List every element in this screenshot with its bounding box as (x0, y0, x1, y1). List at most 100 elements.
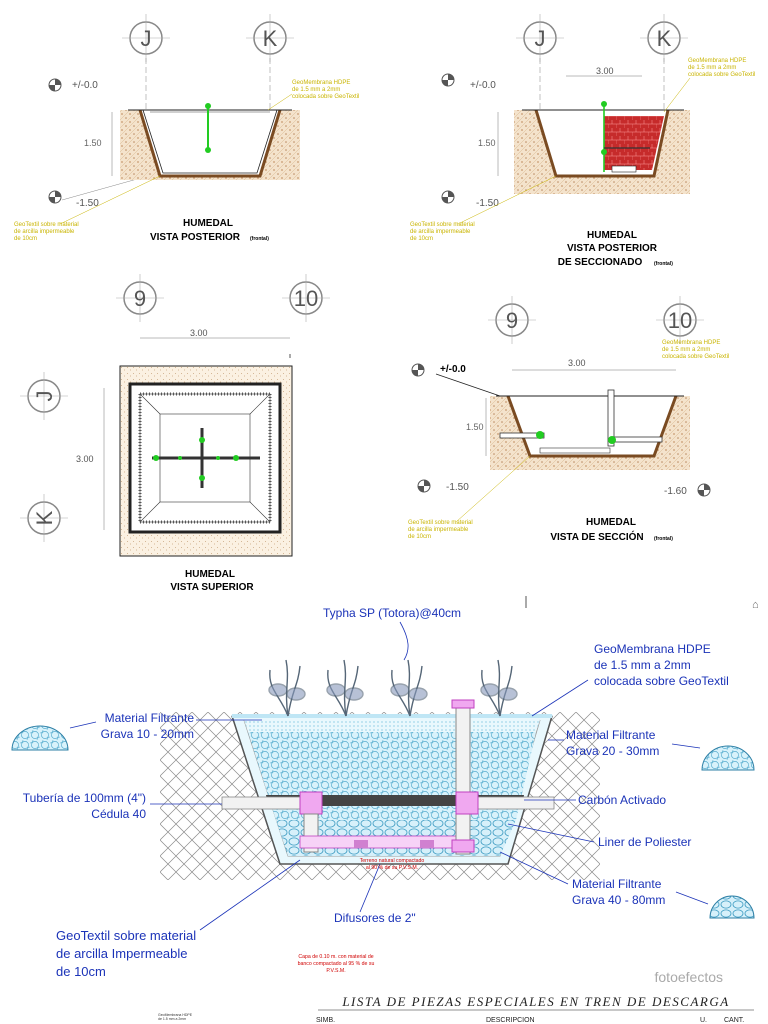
svg-text:GeoTextil sobre material: GeoTextil sobre material (410, 222, 475, 228)
grid-bubble-k: K (246, 14, 294, 62)
svg-text:+/-0.0: +/-0.0 (72, 80, 98, 91)
svg-text:de 1.5 mm a 2mm: de 1.5 mm a 2mm (662, 347, 710, 353)
svg-text:+/-0.0: +/-0.0 (470, 80, 496, 91)
plant-1 (268, 659, 306, 717)
svg-text:3.00: 3.00 (76, 454, 94, 464)
svg-text:GeoMembrana HDPE: GeoMembrana HDPE (662, 340, 720, 346)
svg-text:Tubería de 100mm (4"): Tubería de 100mm (4") (23, 791, 146, 805)
svg-text:GeoMembrana HDPE: GeoMembrana HDPE (688, 58, 746, 64)
geomembrane-note-view4: GeoMembrana HDPE de 1.5 mm a 2mm colocad… (662, 340, 729, 360)
svg-text:de arcilla impermeable: de arcilla impermeable (410, 229, 471, 235)
plant-3 (390, 659, 428, 717)
svg-text:J: J (32, 391, 57, 402)
svg-text:9: 9 (134, 286, 146, 311)
geomembrane-callout: GeoMembrana HDPE de 1.5 mm a 2mm colocad… (594, 642, 729, 688)
svg-text:Grava 20 - 30mm: Grava 20 - 30mm (566, 744, 659, 758)
svg-text:Material Filtrante: Material Filtrante (572, 877, 662, 891)
svg-text:colocada sobre GeoTextil: colocada sobre GeoTextil (662, 354, 729, 360)
grid-bubble-10: 10 (656, 296, 704, 344)
svg-text:3.00: 3.00 (568, 358, 586, 368)
geotextil-note-view4: GeoTextil sobre material de arcilla impe… (408, 520, 473, 540)
liner-callout: Liner de Poliester (598, 835, 691, 849)
svg-text:P.V.S.M.: P.V.S.M. (326, 968, 345, 974)
grid-bubble-k-side: K (20, 494, 68, 542)
svg-text:GeoMembrana HDPE: GeoMembrana HDPE (594, 642, 711, 656)
svg-text:Typha SP (Totora)@40cm: Typha SP (Totora)@40cm (323, 606, 461, 620)
svg-text:10: 10 (294, 286, 318, 311)
rear-section-view: J K +/-0.0 -1.50 3.00 1.50 GeoMembrana H… (410, 14, 755, 268)
carbon-callout: Carbón Activado (578, 793, 666, 807)
svg-text:DE SECCIONADO: DE SECCIONADO (558, 257, 643, 268)
geomembrane-note-rear: GeoMembrana HDPE de 1.5 mm a 2mm colocad… (292, 80, 359, 100)
geotextil-note-rear: GeoTextil sobre material de arcilla impe… (14, 222, 79, 242)
rear-view: J K +/-0.0 -1.50 1.50 GeoMembrana HDPE d… (14, 14, 359, 243)
filter-mid-callout: Material Filtrante Grava 20 - 30mm (566, 728, 659, 758)
parts-table-title: LISTA DE PIEZAS ESPECIALES EN TREN DE DE… (341, 994, 729, 1009)
svg-text:Grava 40 - 80mm: Grava 40 - 80mm (572, 893, 665, 907)
geotextil-callout: GeoTextil sobre material de arcilla Impe… (56, 928, 196, 979)
svg-text:al 90 % de su P.V.S.M.: al 90 % de su P.V.S.M. (366, 865, 418, 871)
svg-text:Material Filtrante: Material Filtrante (566, 728, 656, 742)
svg-text:J: J (141, 26, 152, 51)
home-icon: ⌂ (752, 599, 759, 611)
svg-text:1.50: 1.50 (84, 138, 102, 148)
svg-text:CANT.: CANT. (724, 1017, 744, 1024)
svg-text:banco compactado al 95 % de su: banco compactado al 95 % de su (298, 961, 375, 967)
svg-text:K: K (263, 26, 278, 51)
svg-text:-1.50: -1.50 (476, 198, 499, 209)
svg-text:Material Filtrante: Material Filtrante (105, 711, 195, 725)
gravel-sample-bottom (709, 895, 755, 919)
grid-bubble-j: J (122, 14, 170, 62)
grid-bubble-9: 9 (116, 274, 164, 322)
svg-text:K: K (32, 510, 57, 525)
svg-text:colocada sobre GeoTextil: colocada sobre GeoTextil (292, 94, 359, 100)
svg-text:de arcilla impermeable: de arcilla impermeable (14, 229, 75, 235)
svg-text:Cédula 40: Cédula 40 (91, 807, 146, 821)
svg-text:3.00: 3.00 (596, 66, 614, 76)
rear-title: HUMEDAL (183, 218, 233, 229)
svg-text:10: 10 (668, 308, 692, 333)
svg-text:VISTA SUPERIOR: VISTA SUPERIOR (170, 582, 254, 593)
svg-text:de 10cm: de 10cm (56, 964, 106, 979)
svg-text:VISTA DE SECCIÓN: VISTA DE SECCIÓN (550, 530, 643, 543)
svg-text:de 1.5 mm a 2mm: de 1.5 mm a 2mm (594, 658, 691, 672)
gravel-sample-top (11, 725, 69, 751)
section-view: 9 10 +/-0.0 -1.50 -1.60 3.00 1.50 GeoMem… (408, 296, 729, 543)
filter-top-callout: Material Filtrante Grava 10 - 20mm (101, 711, 195, 741)
svg-text:GeoTextil sobre material: GeoTextil sobre material (408, 520, 473, 526)
pipe-callout: Tubería de 100mm (4") Cédula 40 (23, 791, 147, 821)
grid-bubble-10: 10 (282, 274, 330, 322)
gravel-sample-mid (701, 745, 755, 771)
svg-text:-1.50: -1.50 (76, 198, 99, 209)
svg-text:1.50: 1.50 (478, 138, 496, 148)
geotextil-note-section: GeoTextil sobre material de arcilla impe… (410, 222, 475, 242)
svg-text:GeoTextil sobre material: GeoTextil sobre material (14, 222, 79, 228)
svg-text:(frontal): (frontal) (250, 236, 269, 242)
wetland-detail: Typha SP (Totora)@40cm GeoMembrana HDPE … (11, 606, 755, 979)
svg-text:Terreno natural compactado: Terreno natural compactado (360, 858, 425, 864)
top-view: 9 10 J K 3.00 3.00 (20, 274, 330, 593)
svg-text:-1.50: -1.50 (446, 482, 469, 493)
svg-text:HUMEDAL: HUMEDAL (586, 517, 636, 528)
plant-2 (326, 659, 364, 717)
svg-text:de 1.5 mm a 2mm: de 1.5 mm a 2mm (688, 65, 736, 71)
diffusers-callout: Difusores de 2" (334, 911, 416, 925)
svg-text:GeoMembrana HDPE: GeoMembrana HDPE (292, 80, 350, 86)
svg-text:de 10cm: de 10cm (408, 534, 431, 540)
svg-text:(frontal): (frontal) (654, 536, 673, 542)
svg-text:GeoTextil sobre material: GeoTextil sobre material (56, 928, 196, 943)
terrain-note: Terreno natural compactado al 90 % de su… (360, 858, 425, 871)
svg-text:Capa de 0.10 m. con material d: Capa de 0.10 m. con material de (298, 954, 373, 960)
svg-text:colocada sobre GeoTextil: colocada sobre GeoTextil (688, 72, 755, 78)
svg-text:de 10cm: de 10cm (410, 236, 433, 242)
svg-text:de 10cm: de 10cm (14, 236, 37, 242)
svg-text:de 1.5 mm a 2mm: de 1.5 mm a 2mm (292, 87, 340, 93)
svg-text:VISTA POSTERIOR: VISTA POSTERIOR (150, 232, 241, 243)
grid-bubble-j-side: J (20, 372, 68, 420)
layer-note: Capa de 0.10 m. con material de banco co… (298, 954, 375, 974)
svg-text:-1.60: -1.60 (664, 486, 687, 497)
svg-text:DESCRIPCION: DESCRIPCION (486, 1017, 535, 1024)
svg-text:colocada sobre GeoTextil: colocada sobre GeoTextil (594, 674, 729, 688)
svg-text:de arcilla impermeable: de arcilla impermeable (408, 527, 469, 533)
svg-text:de 1.5 mm a 2mm: de 1.5 mm a 2mm (158, 1017, 186, 1021)
